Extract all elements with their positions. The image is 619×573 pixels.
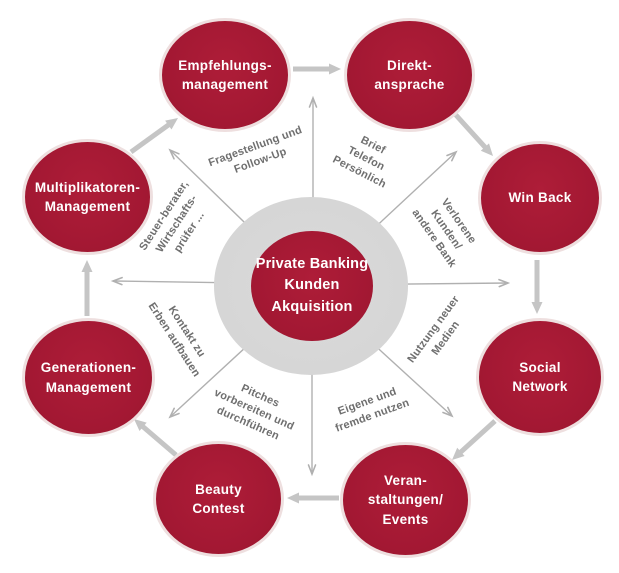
node-empfehlungsmanagement: Empfehlungs- management — [159, 18, 291, 132]
node-label: Win Back — [508, 190, 572, 206]
node-veranstaltungen-events: Veran- staltungen/ Events — [340, 442, 471, 558]
hub-label: Private Banking Kunden Akquisition — [255, 256, 369, 315]
node-label: Social Network — [512, 359, 568, 394]
node-generationen-management: Generationen- Management — [22, 318, 155, 437]
node-multiplikatoren-management: Multiplikatoren- Management — [22, 139, 153, 255]
node-social-network: Social Network — [476, 318, 604, 436]
node-label: Generationen- Management — [40, 360, 137, 395]
node-beauty-contest: Beauty Contest — [153, 441, 284, 557]
node-label: Multiplikatoren- Management — [34, 179, 141, 214]
arrow-social-to-veranstaltungen — [452, 419, 497, 460]
node-label: Direkt- ansprache — [374, 57, 445, 92]
node-direktansprache: Direkt- ansprache — [344, 18, 475, 132]
arrow-direkt-to-winback — [453, 112, 493, 156]
node-label: Beauty Contest — [192, 481, 245, 516]
node-win-back: Win Back — [478, 141, 602, 255]
arrow-beauty-to-generationen — [134, 419, 178, 457]
node-label: Empfehlungs- management — [178, 57, 272, 92]
hub-private-banking-kunden-akquisition: Private Banking Kunden Akquisition — [251, 231, 373, 341]
arrow-generationen-to-multiplikatoren — [81, 260, 93, 316]
arrow-empfehlungs-to-direkt — [293, 63, 341, 75]
arrow-multiplikatoren-to-empfehlungs — [129, 118, 178, 155]
arrow-veranstaltungen-to-beauty — [287, 492, 339, 504]
arrow-winback-to-social — [531, 260, 543, 314]
node-label: Veran- staltungen/ Events — [367, 473, 444, 527]
